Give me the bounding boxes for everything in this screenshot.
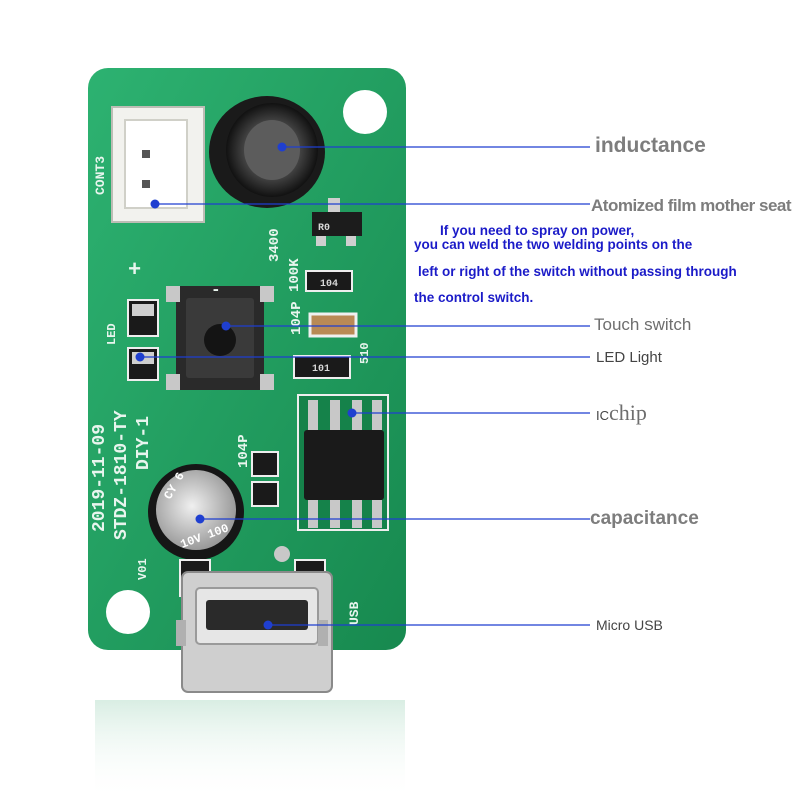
label-chip: chip	[609, 400, 647, 425]
label-touch-switch: Touch switch	[594, 315, 692, 334]
ic-chip	[297, 394, 389, 531]
note-line-1: If you need to spray on power,	[440, 223, 635, 238]
dot-capacitance	[195, 514, 205, 524]
silk-model: STDZ-1810-TY	[112, 410, 132, 540]
dot-inductance	[277, 142, 287, 152]
label-ic-prefix: IC	[596, 408, 609, 423]
silk-104: 104	[320, 279, 338, 290]
leader-lines	[140, 146, 590, 626]
silk-r0: R0	[318, 223, 330, 234]
mounting-hole	[106, 590, 150, 634]
silk-cap3: V01	[136, 558, 150, 580]
smd-capacitor	[308, 312, 358, 338]
silk-104p-2: 104P	[236, 434, 252, 468]
silk-101: 101	[312, 364, 330, 375]
silk-510: 510	[358, 342, 372, 364]
silk-usb: USB	[347, 601, 362, 625]
dot-touch-switch	[221, 321, 231, 331]
104p-pads	[251, 451, 290, 562]
silk-plus: +	[128, 258, 141, 283]
silk-cont3: CONT3	[93, 156, 108, 195]
silk-diy: DIY-1	[134, 416, 154, 470]
inductor	[209, 96, 325, 208]
tactile-switch	[166, 286, 274, 390]
label-inductance: inductance	[595, 134, 706, 157]
dot-ic	[347, 408, 357, 418]
label-capacitance: capacitance	[590, 508, 699, 529]
led-pads	[127, 299, 159, 381]
silk-minus: -	[211, 281, 221, 299]
smd-transistor	[312, 198, 362, 246]
board-reflection	[95, 700, 405, 800]
silk-3400: 3400	[267, 228, 283, 262]
label-atomized-seat: Atomized film mother seat	[591, 196, 792, 215]
dot-led	[135, 352, 145, 362]
dot-usb	[263, 620, 273, 630]
silk-100k: 100K	[287, 258, 303, 292]
note-line-4: the control switch.	[414, 290, 534, 305]
note-line-3: left or right of the switch without pass…	[418, 264, 737, 279]
note-line-2: you can weld the two welding points on t…	[414, 237, 693, 252]
smd-resistor-101	[293, 355, 351, 379]
mounting-hole	[343, 90, 387, 134]
label-micro-usb: Micro USB	[596, 617, 663, 633]
dot-atomized	[150, 199, 160, 209]
micro-usb-port	[176, 559, 333, 693]
silk-date: 2019-11-09	[90, 424, 110, 532]
label-led-light: LED Light	[596, 349, 662, 366]
leader-dots	[135, 142, 357, 630]
label-ic-chip: ICchip	[596, 402, 647, 424]
smd-resistor-104	[305, 270, 353, 292]
electrolytic-capacitor	[148, 464, 244, 560]
silk-led: LED	[105, 323, 119, 345]
cont3-connector	[111, 106, 205, 223]
silk-104p: 104P	[289, 301, 305, 335]
